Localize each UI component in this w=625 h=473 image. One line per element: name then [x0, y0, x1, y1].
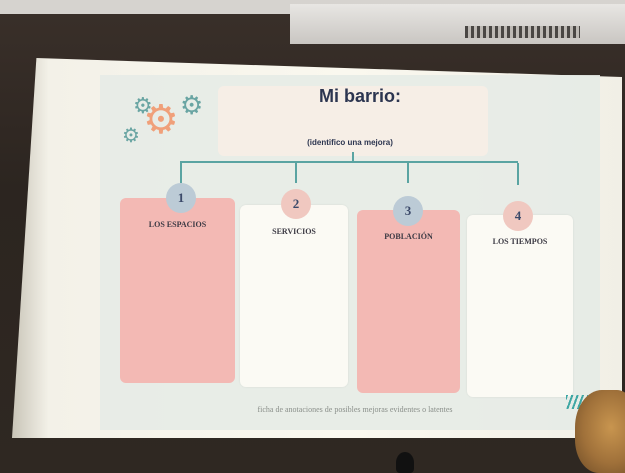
connector-line [295, 163, 297, 183]
ceiling-panel [290, 4, 625, 44]
connector-line [407, 163, 409, 183]
number-badge-4: 4 [503, 201, 533, 231]
card-label: LOS TIEMPOS [492, 237, 548, 246]
category-card-3: POBLACIÓN [357, 210, 460, 393]
connector-line [180, 161, 518, 163]
microphone [396, 452, 414, 473]
slide-title: Mi barrio: [318, 86, 401, 106]
ceiling-vent [465, 26, 580, 38]
slide-subtitle: (identifico una mejora) [307, 138, 393, 147]
category-card-2: SERVICIOS [240, 205, 348, 387]
connector-line [517, 163, 519, 185]
number-badge-3: 3 [393, 196, 423, 226]
connector-line [352, 152, 354, 162]
card-label: LOS ESPACIOS [148, 220, 207, 229]
slide-footer: ficha de anotaciones de posibles mejoras… [257, 405, 453, 414]
gear-icon: ⚙ [143, 98, 179, 142]
card-label: SERVICIOS [272, 227, 316, 236]
category-card-1: LOS ESPACIOS [120, 198, 235, 383]
connector-line [180, 161, 182, 183]
gear-icon: ⚙ [122, 125, 140, 147]
number-badge-2: 2 [281, 189, 311, 219]
title-box [218, 86, 488, 156]
gear-icon: ⚙ [133, 93, 153, 118]
gear-icon: ⚙ [180, 90, 204, 120]
person-head [575, 390, 625, 473]
card-label: POBLACIÓN [384, 232, 433, 241]
category-card-4: LOS TIEMPOS [467, 215, 573, 397]
number-badge-1: 1 [166, 183, 196, 213]
